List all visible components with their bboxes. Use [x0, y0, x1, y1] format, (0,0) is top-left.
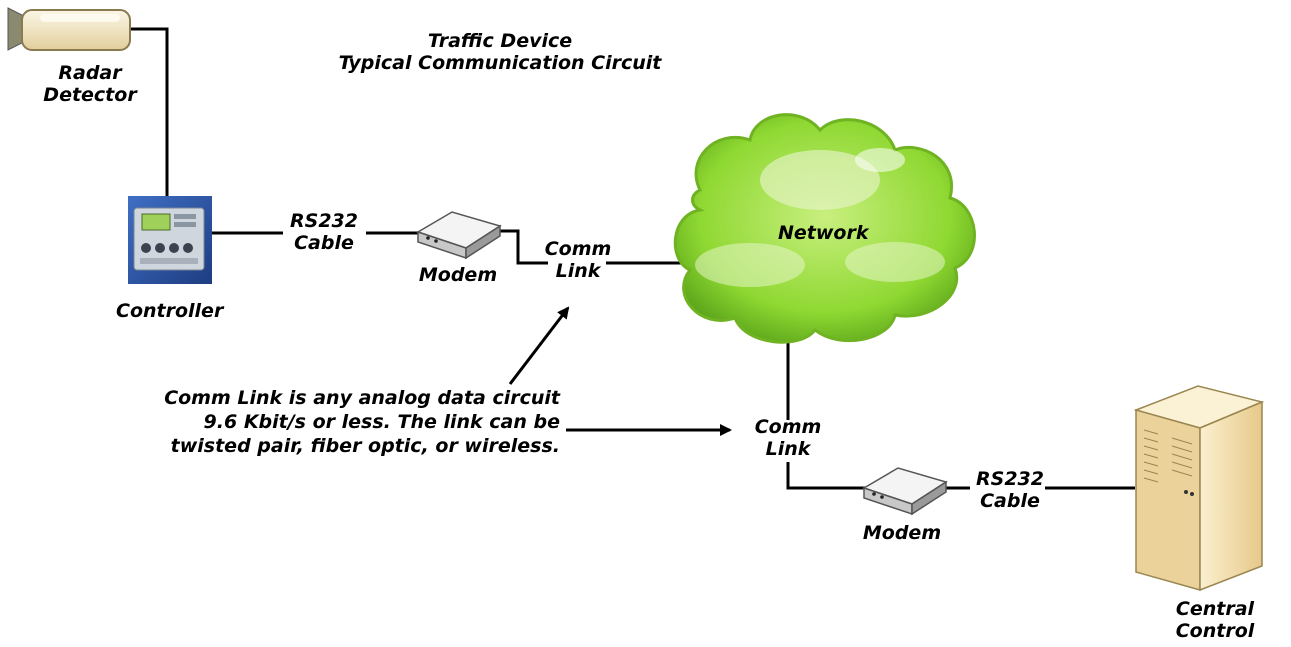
- central-control-label: Central Control: [1175, 598, 1255, 642]
- radar-detector-icon: [7, 7, 131, 51]
- comm-link-upper-label: Comm Link: [544, 238, 612, 282]
- rs232-left-label: RS232 Cable: [290, 210, 358, 254]
- note-line-1: Comm Link is any analog data circuit: [164, 387, 560, 409]
- modem-right-label: Modem: [862, 522, 942, 544]
- server-icon: [1133, 385, 1265, 592]
- connection-lines: [128, 27, 1135, 490]
- modem-left-icon: [416, 211, 502, 260]
- note-text: Comm Link is any analog data circuit 9.6…: [90, 386, 560, 458]
- modem-right-icon: [862, 467, 948, 516]
- title-line-2: Typical Communication Circuit: [338, 52, 662, 74]
- diagram-title: Traffic Device Typical Communication Cir…: [330, 30, 670, 74]
- arrow-to-comm-upper: [508, 306, 570, 385]
- network-cloud-icon: [673, 113, 976, 344]
- traffic-controller-icon: [128, 196, 212, 284]
- radar-detector-label: Radar Detector: [43, 62, 137, 106]
- note-line-3: twisted pair, fiber optic, or wireless.: [170, 435, 560, 457]
- modem-to-comm-upper-line: [498, 229, 548, 265]
- radar-to-controller-line: [128, 27, 169, 197]
- modem-left-label: Modem: [418, 264, 498, 286]
- controller-label: Controller: [116, 300, 224, 322]
- note-arrows: [508, 306, 732, 436]
- title-line-1: Traffic Device: [427, 30, 573, 52]
- rs232-right-label: RS232 Cable: [976, 468, 1044, 512]
- comm-link-lower-label: Comm Link: [754, 416, 822, 460]
- note-line-2: 9.6 Kbit/s or less. The link can be: [203, 411, 560, 433]
- comm-lower-to-modem-line: [786, 462, 866, 490]
- network-label: Network: [778, 222, 869, 244]
